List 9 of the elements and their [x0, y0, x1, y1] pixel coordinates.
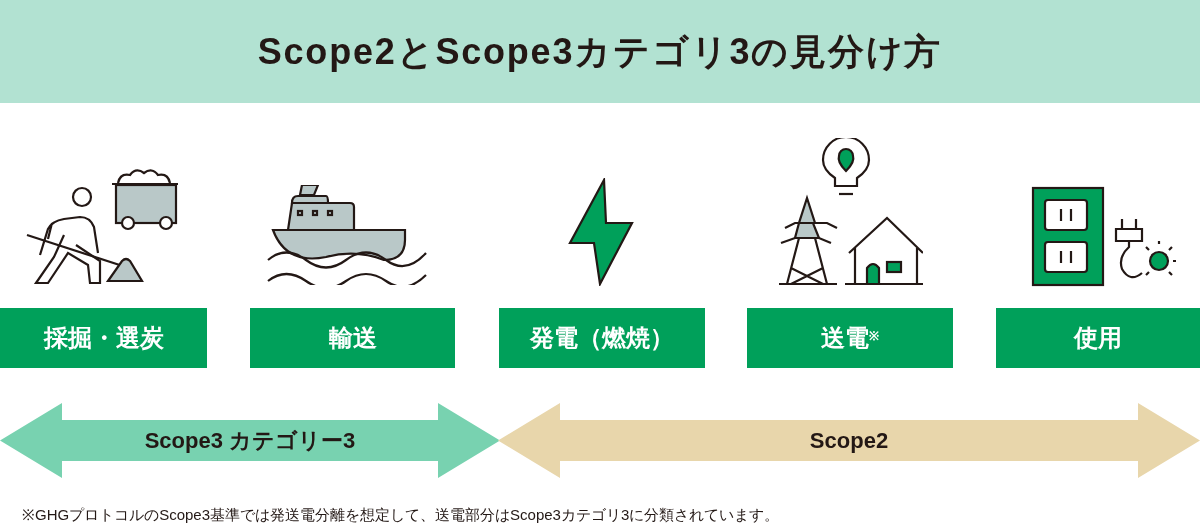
arrow-label: Scope2: [809, 427, 889, 455]
footnote: ※GHGプロトコルのScope3基準では発送電分離を想定して、送電部分はScope3カテゴリ3に分類されています。: [22, 506, 780, 523]
arrow-label: Scope3 カテゴリー3: [144, 427, 356, 455]
step-box: 送電$^{※}$: [747, 308, 953, 368]
step-box: 輸送: [250, 308, 455, 368]
step-box: 発電（燃焼）: [499, 308, 705, 368]
step-box: 採掘・選炭: [0, 308, 207, 368]
title: Scope2とScope3カテゴリ3の見分け方: [257, 29, 943, 74]
step-box: 使用: [996, 308, 1200, 368]
